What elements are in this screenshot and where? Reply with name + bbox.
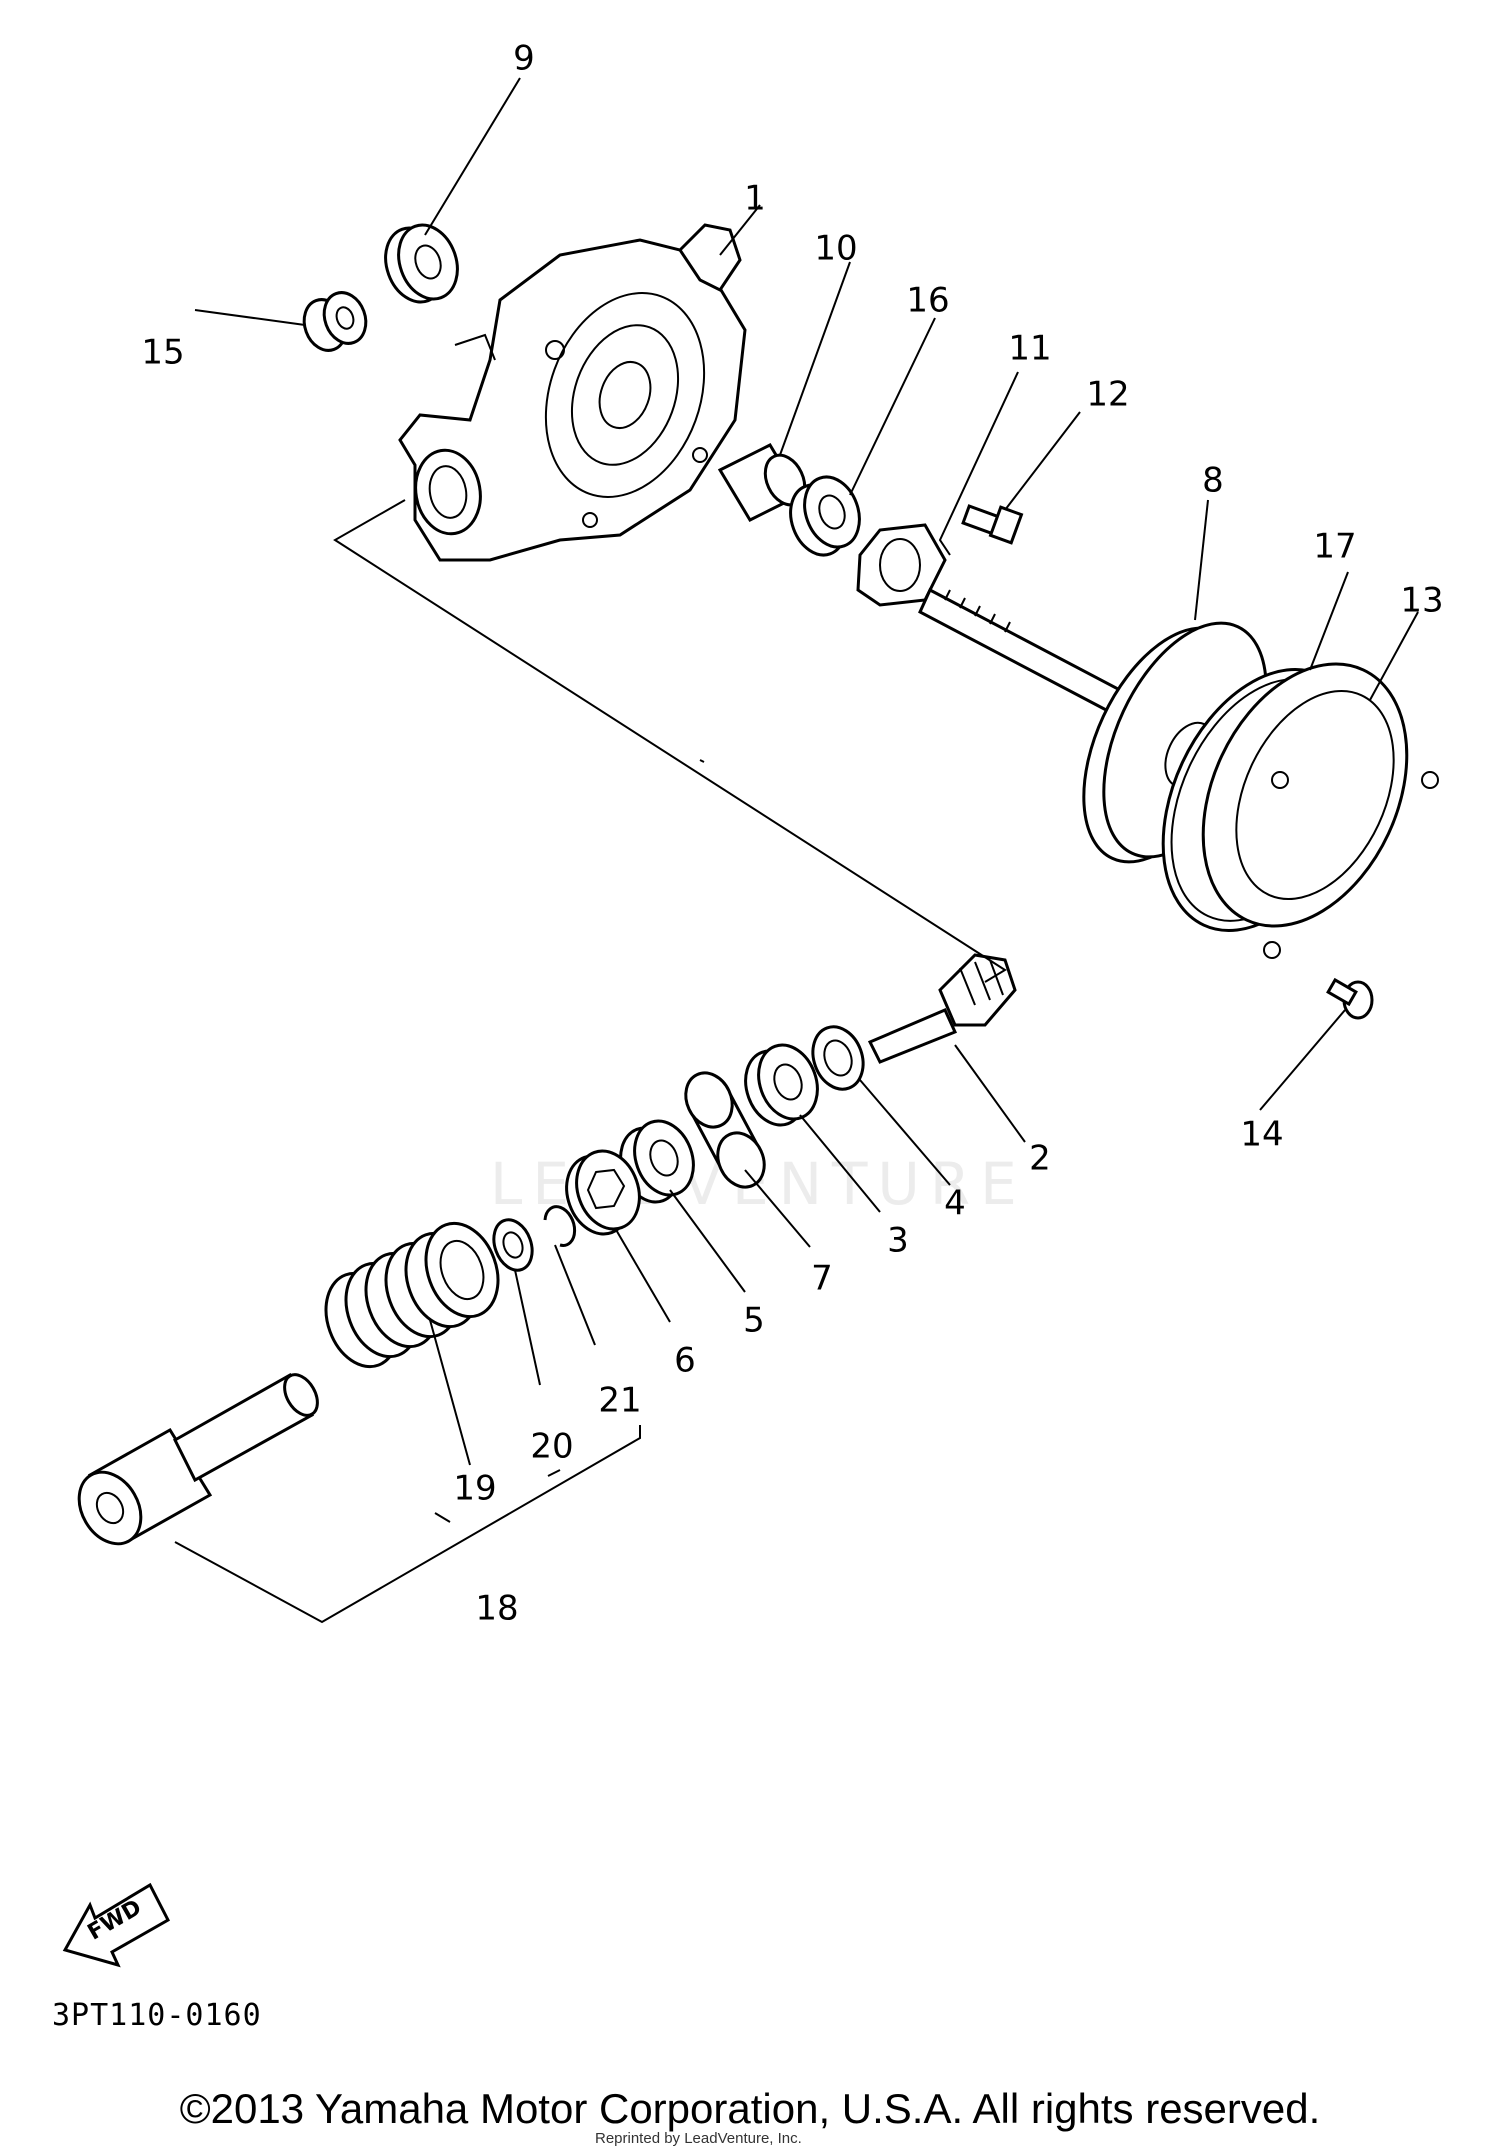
fwd-arrow-icon: FWD <box>62 1882 170 1968</box>
part-13-cover <box>1201 662 1439 959</box>
reprint-note: Reprinted by LeadVenture, Inc. <box>595 2130 802 2147</box>
callout-11: 11 <box>1008 329 1051 369</box>
part-14-screw <box>1326 977 1374 1020</box>
callout-21: 21 <box>598 1381 641 1421</box>
leader-lines <box>174 77 1419 1624</box>
callout-5: 5 <box>743 1301 765 1341</box>
part-1-gear-case <box>398 223 747 562</box>
callout-3: 3 <box>887 1221 909 1261</box>
part-11-retainer-plate <box>856 523 947 607</box>
part-12-bolt <box>961 504 1024 545</box>
part-18-drive-shaft <box>77 1372 319 1546</box>
diagram-code: 3PT110-0160 <box>52 1998 262 2033</box>
copyright-notice: ©2013 Yamaha Motor Corporation, U.S.A. A… <box>179 2085 1321 2132</box>
callout-1: 1 <box>744 179 766 219</box>
part-20-washer <box>492 1218 534 1272</box>
callout-10: 10 <box>814 229 857 269</box>
part-6-nut <box>565 1149 641 1236</box>
callout-12: 12 <box>1086 375 1129 415</box>
callout-7: 7 <box>811 1259 833 1299</box>
callout-labels: 9 1 10 16 11 12 8 17 13 15 14 2 4 3 7 5 … <box>141 39 1443 1629</box>
shaft <box>918 587 1122 715</box>
callout-15: 15 <box>141 333 184 373</box>
part-9-oil-seal <box>384 223 459 304</box>
part-4-washer <box>811 1025 865 1091</box>
part-2-pinion-shaft <box>867 953 1017 1064</box>
part-21-circlip <box>543 1205 577 1247</box>
part-3-bearing <box>744 1043 819 1127</box>
callout-14: 14 <box>1240 1115 1283 1155</box>
part-15-collar <box>302 291 368 352</box>
callout-8: 8 <box>1202 461 1224 501</box>
callout-17: 17 <box>1313 527 1356 567</box>
callout-2: 2 <box>1029 1139 1051 1179</box>
part-16-bearing <box>789 475 861 557</box>
callout-20-upper: 20 <box>530 1427 573 1467</box>
callout-9: 9 <box>513 39 535 79</box>
part-19-spring <box>324 1221 500 1369</box>
callout-18: 18 <box>475 1589 518 1629</box>
callout-4: 4 <box>944 1184 966 1224</box>
callout-6: 6 <box>674 1341 696 1381</box>
callout-16: 16 <box>906 281 949 321</box>
part-7-spacer <box>684 1071 766 1189</box>
callout-13: 13 <box>1400 581 1443 621</box>
callout-19: 19 <box>453 1469 496 1509</box>
